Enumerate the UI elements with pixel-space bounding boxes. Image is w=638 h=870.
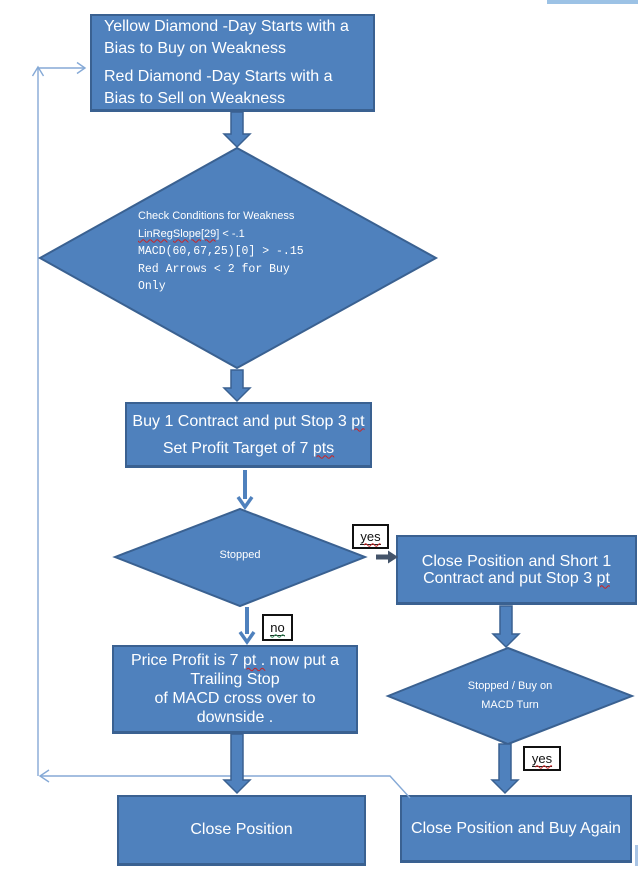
- close-short-pre: Close Position and Short 1 Contract and …: [421, 552, 612, 587]
- stopped-diamond-text: Stopped: [219, 549, 261, 561]
- check-line-2: LinRegSlope[29] < -.1: [138, 226, 358, 244]
- feedback-arrowhead-right: [76, 61, 87, 75]
- block-arrow-check-to-buy: [222, 369, 252, 403]
- check-line-2-rest: < -.1: [219, 227, 245, 240]
- macd-diamond-shape: [385, 646, 635, 746]
- check-line-4: Red Arrows < 2 for Buy: [138, 262, 290, 276]
- start-line-1: Yellow Diamond -Day Starts with a Bias t…: [104, 17, 349, 57]
- feedback-arrowhead-up: [31, 65, 45, 77]
- label-yes-macd: yes: [523, 746, 561, 771]
- price-line-1: Price Profit is 7 pt . now put a Trailin…: [124, 651, 346, 689]
- label-yes-macd-text: yes: [531, 750, 553, 767]
- price-line-1-post: now put a Trailing Stop: [190, 652, 340, 688]
- feedback-arrowhead-left: [38, 769, 50, 783]
- buy-line-1: Buy 1 Contract and put Stop 3 pt: [132, 412, 365, 430]
- block-arrow-short-to-macd: [491, 605, 521, 649]
- buy-line-1-text: Buy 1 Contract and put Stop 3: [132, 412, 352, 430]
- close-position-label: Close Position: [190, 821, 293, 838]
- label-yes-stopped-text: yes: [360, 528, 381, 545]
- buy-line-2-word: pts: [312, 439, 335, 457]
- price-line-1-word: pt .: [242, 652, 266, 669]
- check-diamond-text: Check Conditions for Weakness LinRegSlop…: [138, 208, 358, 296]
- feedback-line-bottom: [40, 775, 411, 799]
- block-arrow-start-to-check: [222, 111, 252, 149]
- stopped-diamond-shape: [112, 507, 368, 608]
- close-short-word: pt: [596, 569, 610, 587]
- node-start: Yellow Diamond -Day Starts with a Bias t…: [90, 14, 375, 112]
- macd-diamond-text: Stopped / Buy on MACD Turn: [410, 677, 610, 715]
- label-no-stopped-text: no: [270, 619, 285, 636]
- close-short-text: Close Position and Short 1 Contract and …: [412, 553, 621, 587]
- label-no-stopped: no: [262, 614, 293, 641]
- buy-line-2: Set Profit Target of 7 pts: [162, 439, 335, 457]
- check-line-2-word: LinRegSlope[29]: [138, 227, 220, 240]
- check-diamond-shape: [37, 146, 439, 370]
- macd-line-1: Stopped / Buy on: [467, 680, 553, 692]
- start-line-2: Red Diamond -Day Starts with a Bias to S…: [104, 67, 333, 107]
- block-arrow-macd-to-again: [490, 743, 520, 795]
- macd-line-2: MACD Turn: [481, 699, 539, 711]
- arrow-yes-head: [388, 550, 398, 564]
- node-close-short: Close Position and Short 1 Contract and …: [396, 535, 637, 605]
- node-close-buy-again: Close Position and Buy Again: [400, 795, 632, 863]
- label-yes-stopped: yes: [352, 524, 389, 549]
- bottom-right-edge-strip: [635, 845, 638, 866]
- check-line-3: MACD(60,67,25)[0] > -.15: [138, 245, 304, 258]
- node-price-profit: Price Profit is 7 pt . now put a Trailin…: [112, 645, 358, 734]
- price-line-1-pre: Price Profit is 7: [130, 652, 243, 669]
- arrow-stopped-to-price-head: [238, 630, 256, 646]
- check-line-5: Only: [138, 280, 166, 293]
- node-close-position: Close Position: [117, 795, 366, 866]
- check-line-1: Check Conditions for Weakness: [138, 210, 295, 222]
- price-line-2: of MACD cross over to downside .: [154, 690, 316, 726]
- close-buy-again-label: Close Position and Buy Again: [411, 819, 621, 837]
- block-arrow-price-to-close: [222, 733, 252, 795]
- buy-line-1-word: pt: [351, 412, 365, 430]
- top-right-strip: [547, 0, 638, 4]
- buy-line-2-text: Set Profit Target of 7: [162, 439, 313, 457]
- node-buy-contract: Buy 1 Contract and put Stop 3 pt Set Pro…: [125, 402, 372, 468]
- arrow-buy-to-stopped-head: [236, 495, 254, 511]
